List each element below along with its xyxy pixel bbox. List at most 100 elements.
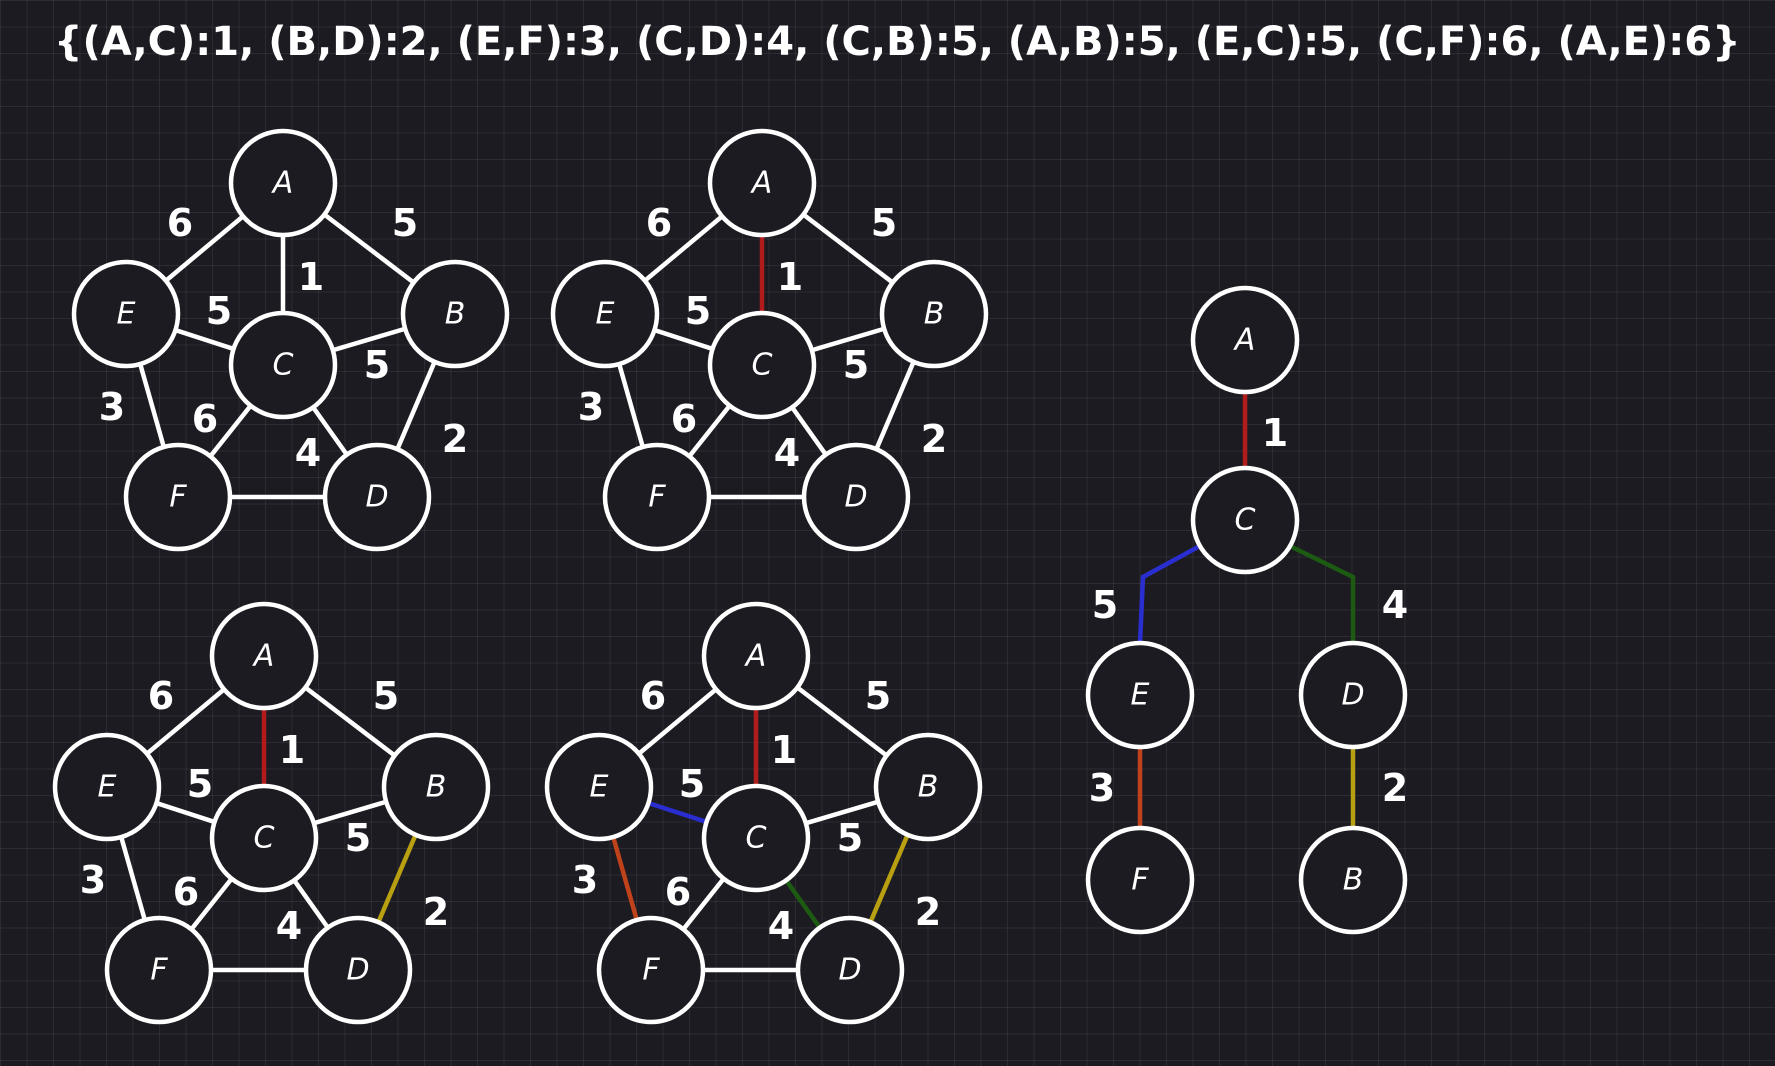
node-label-C: C xyxy=(273,348,294,383)
edge-weight-CD: 4 xyxy=(768,904,794,948)
tree-edge-CE xyxy=(1137,545,1200,644)
node-label-D: D xyxy=(346,953,369,988)
node-D xyxy=(795,915,905,1025)
node-label-A: A xyxy=(271,166,294,201)
node-label-F: F xyxy=(150,953,168,988)
node-label-F: F xyxy=(642,953,660,988)
node-label-A: A xyxy=(252,639,275,674)
edge-weight-AB: 5 xyxy=(865,674,891,718)
tree-node-F xyxy=(1085,825,1195,935)
edge-weight-CF: 6 xyxy=(665,870,691,914)
edge-weight-EC: 5 xyxy=(206,289,232,333)
node-label-E: E xyxy=(117,297,136,332)
edge-weight-CF: 6 xyxy=(192,397,218,441)
tree-node-label-C: C xyxy=(1235,503,1256,538)
tree-edge-weight-CD: 4 xyxy=(1382,583,1408,627)
edge-weight-CF: 6 xyxy=(671,397,697,441)
edge-weight-AE: 6 xyxy=(646,201,672,245)
tree-node-label-E: E xyxy=(1131,678,1150,713)
edge-weight-EF: 3 xyxy=(572,858,598,902)
edge-weight-AB: 5 xyxy=(373,674,399,718)
edge-weight-CB: 5 xyxy=(837,816,863,860)
node-label-E: E xyxy=(98,770,117,805)
node-D xyxy=(303,915,413,1025)
tree-node-label-B: B xyxy=(1343,863,1364,898)
tree-node-label-D: D xyxy=(1341,678,1364,713)
node-B xyxy=(381,732,491,842)
edge-weight-AC: 1 xyxy=(279,728,305,772)
node-label-B: B xyxy=(924,297,945,332)
node-D xyxy=(801,442,911,552)
node-A xyxy=(209,601,319,711)
edge-weight-CD: 4 xyxy=(774,431,800,475)
mst-tree: 1 5 4 3 2 A C E D F B xyxy=(1085,285,1408,935)
edge-weight-BD: 2 xyxy=(915,890,941,934)
node-C xyxy=(707,310,817,420)
node-label-D: D xyxy=(838,953,861,988)
tree-node-B xyxy=(1298,825,1408,935)
node-E xyxy=(52,732,162,842)
tree-edge-CD xyxy=(1291,544,1356,643)
edge-weight-AC: 1 xyxy=(298,255,324,299)
node-label-A: A xyxy=(750,166,773,201)
edge-weight-BD: 2 xyxy=(423,890,449,934)
node-A xyxy=(707,128,817,238)
edge-weight-EF: 3 xyxy=(99,385,125,429)
node-A xyxy=(228,128,338,238)
node-label-C: C xyxy=(746,821,767,856)
edge-weight-CB: 5 xyxy=(843,343,869,387)
node-label-A: A xyxy=(744,639,767,674)
edge-weight-BD: 2 xyxy=(442,417,468,461)
node-B xyxy=(400,259,510,369)
node-C xyxy=(209,783,319,893)
node-label-D: D xyxy=(365,480,388,515)
node-C xyxy=(228,310,338,420)
tree-edge-weight-EF: 3 xyxy=(1089,766,1115,810)
node-label-B: B xyxy=(918,770,939,805)
edge-weight-CF: 6 xyxy=(173,870,199,914)
edge-weight-BD: 2 xyxy=(921,417,947,461)
edge-weight-AE: 6 xyxy=(167,201,193,245)
node-label-F: F xyxy=(169,480,187,515)
node-E xyxy=(544,732,654,842)
edge-weight-CD: 4 xyxy=(295,431,321,475)
edge-weight-EF: 3 xyxy=(578,385,604,429)
edge-weight-CB: 5 xyxy=(364,343,390,387)
tree-node-label-F: F xyxy=(1131,863,1149,898)
node-label-C: C xyxy=(254,821,275,856)
edge-weight-CD: 4 xyxy=(276,904,302,948)
tree-node-D xyxy=(1298,640,1408,750)
tree-node-label-A: A xyxy=(1233,323,1256,358)
node-label-D: D xyxy=(844,480,867,515)
edge-weight-CB: 5 xyxy=(345,816,371,860)
edge-weight-EC: 5 xyxy=(679,762,705,806)
edge-weight-AC: 1 xyxy=(771,728,797,772)
tree-edge-weight-CE: 5 xyxy=(1092,583,1118,627)
node-A xyxy=(701,601,811,711)
edge-list-header: {(A,C):1, (B,D):2, (E,F):3, (C,D):4, (C,… xyxy=(54,19,1741,65)
node-E xyxy=(550,259,660,369)
node-B xyxy=(879,259,989,369)
node-F xyxy=(123,442,233,552)
edge-weight-AB: 5 xyxy=(392,201,418,245)
tree-node-C xyxy=(1190,465,1300,575)
node-E xyxy=(71,259,181,369)
node-B xyxy=(873,732,983,842)
node-F xyxy=(596,915,706,1025)
node-label-B: B xyxy=(426,770,447,805)
edge-weight-EC: 5 xyxy=(187,762,213,806)
edge-weight-EF: 3 xyxy=(80,858,106,902)
tree-node-A xyxy=(1190,285,1300,395)
node-F xyxy=(104,915,214,1025)
edge-weight-AE: 6 xyxy=(640,674,666,718)
tree-edge-weight-AC: 1 xyxy=(1262,411,1288,455)
node-C xyxy=(701,783,811,893)
tree-node-E xyxy=(1085,640,1195,750)
tree-edge-weight-DB: 2 xyxy=(1382,766,1408,810)
node-label-F: F xyxy=(648,480,666,515)
